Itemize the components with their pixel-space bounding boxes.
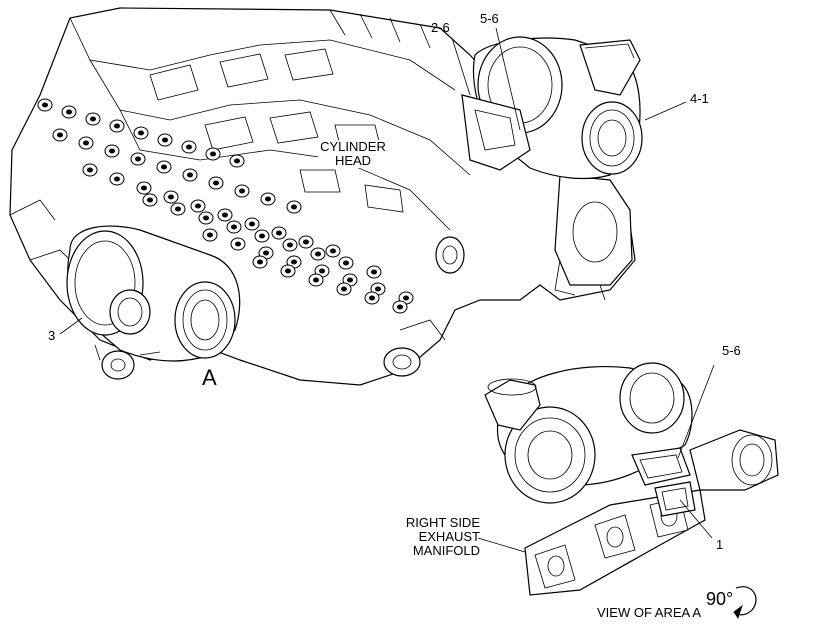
exhaust-manifold-line-2: EXHAUST bbox=[418, 529, 480, 544]
valve-stem bbox=[147, 197, 153, 203]
valve-stem bbox=[234, 158, 240, 164]
valve-stem bbox=[141, 185, 147, 191]
valve-stem bbox=[315, 251, 321, 257]
rotation-label: 90° bbox=[706, 589, 734, 609]
valve-stem bbox=[287, 242, 293, 248]
view-of-area-a-label: VIEW OF AREA A bbox=[597, 605, 702, 620]
valve-stem bbox=[341, 286, 347, 292]
valve-stem bbox=[66, 109, 72, 115]
callout-3: 3 bbox=[48, 328, 56, 343]
valve-stem bbox=[235, 241, 241, 247]
area-a-marker: A bbox=[202, 365, 217, 390]
valve-stem bbox=[83, 140, 89, 146]
cylinder-head-line-2: HEAD bbox=[334, 153, 372, 168]
valve-stem bbox=[187, 172, 193, 178]
valve-stem bbox=[343, 260, 349, 266]
valve-stem bbox=[162, 137, 168, 143]
exhaust-manifold-line-3: MANIFOLD bbox=[412, 543, 480, 558]
cylinder-head-label: CYLINDER HEAD bbox=[318, 140, 388, 168]
valve-stem bbox=[291, 204, 297, 210]
valve-stem bbox=[265, 196, 271, 202]
valve-stem bbox=[291, 259, 297, 265]
cylinder-head-line-1: CYLINDER bbox=[320, 139, 386, 154]
valve-stem bbox=[114, 176, 120, 182]
valve-stem bbox=[276, 230, 282, 236]
engine-block bbox=[9, 7, 636, 386]
valve-stem bbox=[285, 268, 291, 274]
valve-stem bbox=[257, 259, 263, 265]
valve-stem bbox=[231, 224, 237, 230]
area-a-view bbox=[484, 362, 779, 596]
valve-stem bbox=[375, 286, 381, 292]
valve-stem bbox=[303, 239, 309, 245]
valve-stem bbox=[330, 248, 336, 254]
valve-springs bbox=[37, 98, 414, 314]
valve-stem bbox=[114, 123, 120, 129]
valve-stem bbox=[347, 277, 353, 283]
valve-stem bbox=[57, 132, 63, 138]
valve-stem bbox=[207, 232, 213, 238]
valve-stem bbox=[135, 156, 141, 162]
valve-stem bbox=[203, 215, 209, 221]
exhaust-manifold-label: RIGHT SIDE EXHAUST MANIFOLD bbox=[390, 516, 480, 558]
valve-stem bbox=[90, 116, 96, 122]
valve-stem bbox=[175, 206, 181, 212]
curved-arrow-icon bbox=[733, 586, 757, 619]
valve-stem bbox=[168, 194, 174, 200]
valve-stem bbox=[371, 269, 377, 275]
valve-stem bbox=[186, 144, 192, 150]
valve-stem bbox=[239, 188, 245, 194]
valve-stem bbox=[249, 221, 255, 227]
exhaust-manifold-line-1: RIGHT SIDE bbox=[405, 515, 480, 530]
valve-stem bbox=[195, 203, 201, 209]
valve-stem bbox=[138, 130, 144, 136]
callout-1: 1 bbox=[716, 537, 724, 552]
valve-stem bbox=[403, 295, 409, 301]
callout-2-6: 2-6 bbox=[431, 20, 450, 35]
valve-stem bbox=[313, 277, 319, 283]
valve-stem bbox=[213, 180, 219, 186]
valve-stem bbox=[222, 212, 228, 218]
valve-stem bbox=[319, 268, 325, 274]
valve-stem bbox=[87, 167, 93, 173]
callout-5-6-view: 5-6 bbox=[722, 343, 741, 358]
valve-stem bbox=[210, 151, 216, 157]
valve-stem bbox=[259, 233, 265, 239]
valve-stem bbox=[397, 304, 403, 310]
valve-stem bbox=[369, 295, 375, 301]
valve-stem bbox=[161, 164, 167, 170]
valve-stem bbox=[263, 250, 269, 256]
leader-lines bbox=[59, 27, 715, 553]
callout-4-1: 4-1 bbox=[690, 91, 709, 106]
callout-5-6-top: 5-6 bbox=[480, 11, 499, 26]
left-turbocharger bbox=[66, 225, 241, 380]
valve-stem bbox=[109, 148, 115, 154]
valve-stem bbox=[42, 102, 48, 108]
top-turbocharger bbox=[461, 36, 643, 180]
